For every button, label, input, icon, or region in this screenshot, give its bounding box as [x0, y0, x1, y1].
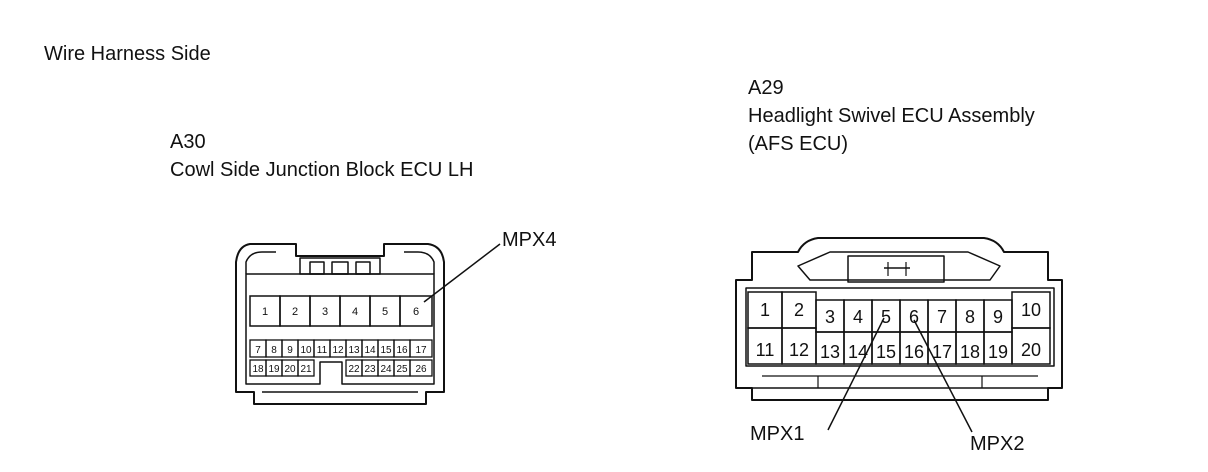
a30-pin-label: 16	[396, 345, 408, 356]
a30-pin-label: 10	[300, 345, 312, 356]
a29-pin-label: 5	[881, 307, 891, 327]
a30-row-3	[249, 359, 433, 377]
a29-connector-subname: (AFS ECU)	[748, 133, 848, 155]
mpx4-leader-line	[423, 243, 501, 303]
a29-pin-label: 20	[1021, 340, 1041, 360]
a30-pin-label: 4	[352, 306, 358, 318]
a30-pin-label: 2	[292, 306, 298, 318]
a30-pin-label: 7	[255, 345, 261, 356]
diagram-heading: Wire Harness Side	[44, 43, 211, 65]
a29-connector-name: Headlight Swivel ECU Assembly	[748, 105, 1035, 127]
a29-pin-label: 4	[853, 307, 863, 327]
a29-connector-body	[735, 237, 1063, 401]
a30-pin-label: 8	[271, 345, 277, 356]
a29-pin-label: 13	[820, 342, 840, 362]
a30-pin-label: 3	[322, 306, 328, 318]
a29-pin-label: 19	[988, 342, 1008, 362]
a30-pin-label: 14	[364, 345, 376, 356]
a30-pin-label: 18	[252, 364, 264, 375]
a29-pin-label: 7	[937, 307, 947, 327]
a29-pin-label: 17	[932, 342, 952, 362]
mpx1-callout-label: MPX1	[750, 423, 805, 445]
a30-row-2	[249, 339, 433, 358]
a29-pin-label: 9	[993, 307, 1003, 327]
a30-pin-label: 13	[348, 345, 360, 356]
a29-pin-label: 2	[794, 300, 804, 320]
a30-pin-label: 9	[287, 345, 293, 356]
a29-cavity-grid	[747, 291, 1051, 365]
mpx4-callout-label: MPX4	[502, 229, 557, 251]
a29-pin-label: 10	[1021, 300, 1041, 320]
a30-pin-label: 17	[415, 345, 427, 356]
a29-pin-label: 18	[960, 342, 980, 362]
a30-pin-label: 22	[348, 364, 360, 375]
a29-pin-label: 11	[756, 340, 775, 360]
a29-pin-label: 12	[789, 340, 809, 360]
a30-pin-label: 21	[300, 364, 312, 375]
a30-pin-label: 19	[268, 364, 280, 375]
a29-pin-label: 6	[909, 307, 919, 327]
mpx2-callout-label: MPX2	[970, 433, 1025, 455]
a30-pin-label: 26	[415, 364, 427, 375]
a30-pin-label: 1	[262, 306, 268, 318]
a30-pin-label: 20	[284, 364, 296, 375]
a30-pin-label: 12	[332, 345, 344, 356]
a30-connector-name: Cowl Side Junction Block ECU LH	[170, 159, 474, 181]
a30-pin-label: 24	[380, 364, 392, 375]
a30-pin-label: 5	[382, 306, 388, 318]
a30-connector-body	[235, 243, 445, 405]
mpx1-leader-line	[827, 317, 885, 431]
a29-pin-label: 14	[848, 342, 868, 362]
a29-pin-label: 15	[876, 342, 896, 362]
a30-pin-label: 6	[413, 306, 419, 318]
a29-pin-label: 8	[965, 307, 975, 327]
a29-connector-code: A29	[748, 77, 784, 99]
a30-top-row	[249, 295, 433, 327]
mpx2-leader-line	[913, 319, 973, 433]
a30-pin-label: 11	[317, 345, 328, 356]
a29-pin-label: 16	[904, 342, 924, 362]
a29-pin-label: 1	[760, 300, 770, 320]
a30-connector-code: A30	[170, 131, 206, 153]
a30-pin-label: 23	[364, 364, 376, 375]
a29-pin-label: 3	[825, 307, 835, 327]
a30-pin-label: 15	[380, 345, 392, 356]
a30-pin-label: 25	[396, 364, 408, 375]
